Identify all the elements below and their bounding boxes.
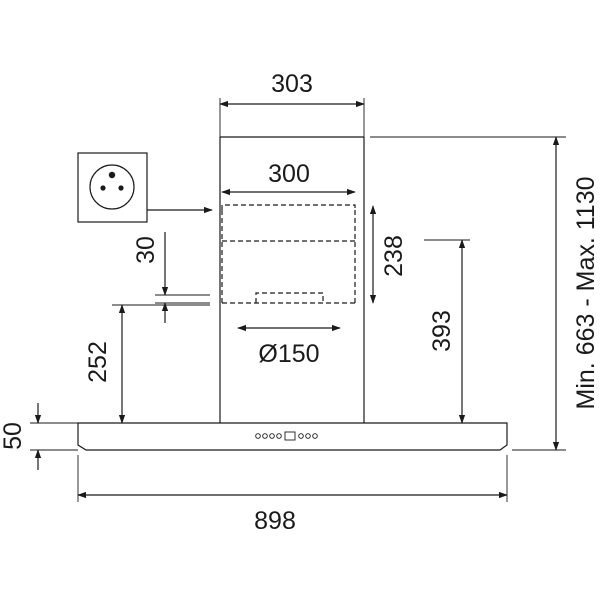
dim-canopy-offset: 393	[424, 239, 470, 424]
dim-duct-diameter: Ø150	[237, 324, 341, 368]
dim-label-canopy-offset: 393	[428, 310, 456, 352]
control-panel	[255, 431, 318, 441]
control-button	[262, 433, 268, 439]
dim-label-duct-height: 252	[84, 341, 112, 383]
dim-total-height: Min. 663 - Max. 1130	[370, 136, 600, 451]
control-button	[298, 433, 304, 439]
duct-outlet	[255, 292, 324, 303]
chimney	[219, 136, 365, 423]
dim-label-inner-width: 300	[268, 160, 310, 188]
control-button	[276, 433, 282, 439]
dim-inner-width: 300	[221, 160, 356, 196]
control-button	[255, 433, 261, 439]
dim-total-width: 898	[77, 455, 508, 535]
power-socket-icon	[77, 152, 213, 223]
control-button	[269, 433, 275, 439]
control-display	[284, 431, 296, 441]
dim-label-canopy-thickness: 50	[0, 422, 27, 450]
dim-label-total-width: 898	[254, 507, 296, 535]
inner-duct-box	[221, 204, 356, 304]
dim-socket-offset: 30	[132, 232, 210, 323]
dim-label-inner-height: 238	[380, 235, 408, 277]
dim-label-duct-diameter: Ø150	[258, 340, 319, 368]
dim-duct-height: 252	[84, 304, 210, 424]
dim-canopy-thickness: 50	[0, 403, 78, 470]
dim-chimney-width: 303	[219, 70, 365, 137]
dim-label-socket-offset: 30	[132, 236, 160, 264]
canopy	[77, 422, 508, 451]
dim-label-chimney-width: 303	[271, 70, 313, 98]
control-button	[305, 433, 311, 439]
control-button	[312, 433, 318, 439]
dim-label-total-height: Min. 663 - Max. 1130	[572, 177, 600, 410]
dim-inner-height: 238	[369, 205, 408, 304]
